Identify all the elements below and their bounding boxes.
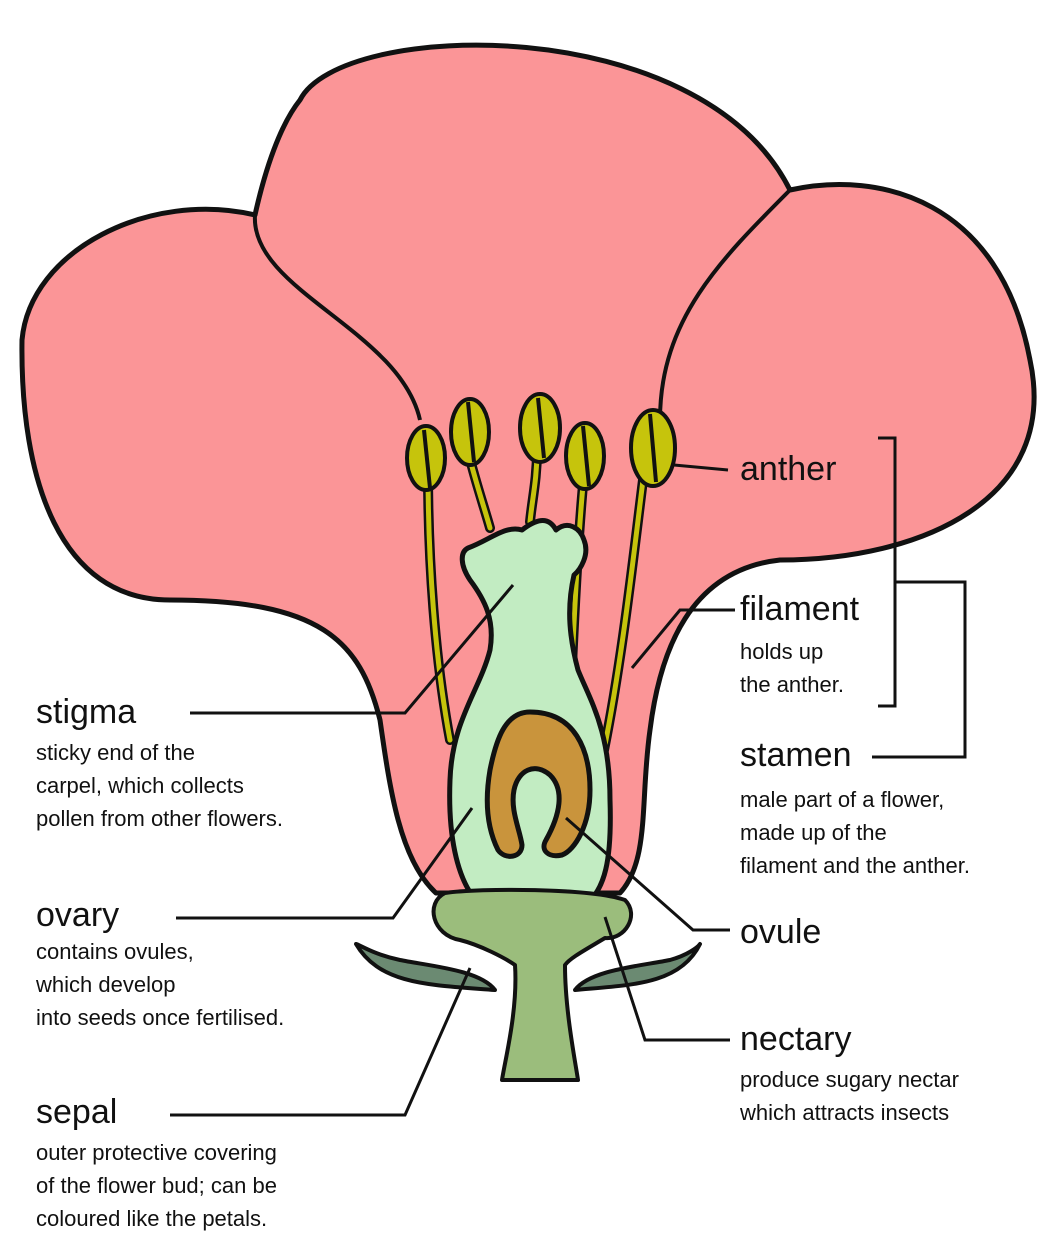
filament-label: filament [740,590,859,628]
nectary-label: nectary [740,1020,852,1058]
sepal-left [356,944,495,990]
stigma-label: stigma [36,693,136,731]
sepal-right [575,944,700,990]
nectary-description: produce sugary nectar which attracts ins… [740,1063,959,1129]
bracket-stamen [872,582,965,757]
ovule-label: ovule [740,913,821,951]
stigma-description: sticky end of the carpel, which collects… [36,736,283,835]
sepal-label: sepal [36,1093,117,1131]
ovary-description: contains ovules, which develop into seed… [36,935,284,1034]
stamen-description: male part of a flower, made up of the fi… [740,783,970,882]
anther-label: anther [740,450,836,488]
stamen-label: stamen [740,736,852,774]
ovary-label: ovary [36,896,119,934]
leader-nectary [605,917,730,1040]
sepal-description: outer protective covering of the flower … [36,1136,277,1235]
filament-description: holds up the anther. [740,635,844,701]
